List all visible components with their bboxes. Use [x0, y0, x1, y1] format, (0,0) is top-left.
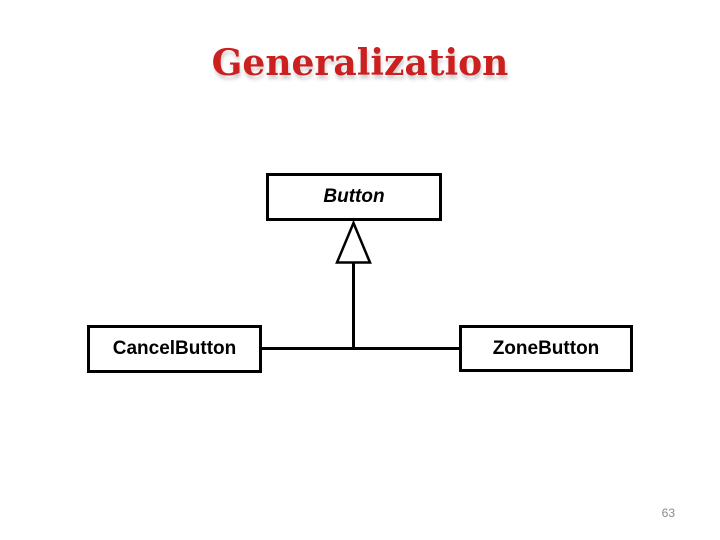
class-box-parent-label: Button	[323, 186, 385, 207]
class-box-child-cancelbutton-label: CancelButton	[112, 338, 237, 359]
class-box-child-cancelbutton: CancelButton	[87, 325, 262, 373]
class-box-child-zonebutton-label: ZoneButton	[492, 337, 600, 359]
class-box-parent: Button	[266, 173, 442, 221]
class-box-child-zonebutton: ZoneButton	[459, 325, 633, 372]
page-number: 63	[661, 506, 675, 520]
generalization-arrowhead-icon	[335, 219, 372, 264]
slide-title: Generalization	[211, 42, 509, 84]
